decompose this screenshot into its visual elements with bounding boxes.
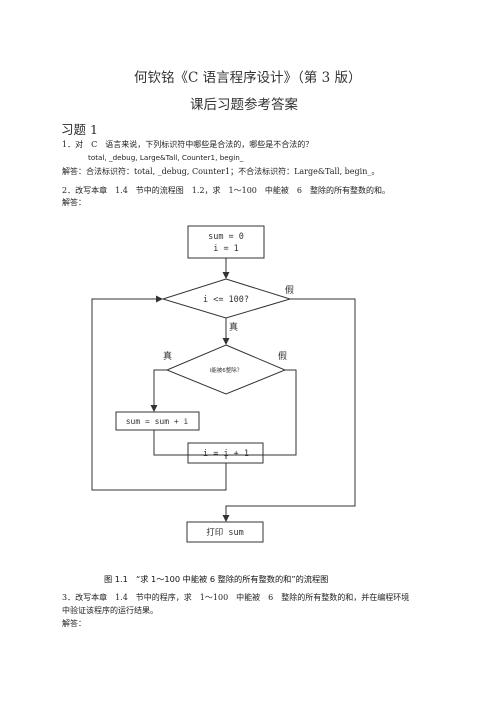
arrow-inner-true [150,369,167,412]
flowchart-loop-true-label: 真 [229,321,238,333]
flowchart-increment-text: i = i + 1 [203,449,249,459]
question-1-answer: 解答：合法标识符：total, _debug, Counter1；不合法标识符：… [62,167,380,176]
arrow-loop-back [91,295,227,491]
flowchart-accumulate-text: sum = sum + i [126,417,189,426]
flowchart-inner-condition: i能被6整除？ [210,366,243,374]
arrow-inner-false [226,369,297,456]
flowchart-init-line1: sum = 0 [208,232,244,242]
arrow-accumulate-merge [153,430,226,456]
question-2: 2．改写本章 1.4 节中的流程图 1.2，求 1～100 中能被 6 整除的所… [62,186,390,195]
flowchart-accumulate-box [115,411,200,431]
figure-caption: 图 1.1 “求 1～100 中能被 6 整除的所有整数的和”的流程图 [104,574,329,584]
flowchart-loop-false-label: 假 [285,285,294,296]
flowchart-init-line2: i = 1 [213,244,239,254]
flowchart-inner-false-label: 假 [278,351,287,362]
flowchart-output-text: 打印 sum [206,527,243,538]
question-1-identifiers: total, _debug, Large&Tall, Counter1, beg… [88,153,244,162]
question-2-answer-label: 解答： [62,198,86,207]
question-1: 1．对 C 语言来说，下列标识符中哪些是合法的，哪些是不合法的？ [62,140,314,149]
section-heading: 习题 1 [61,122,98,137]
question-3-line1: 3．改写本章 1.4 节中的程序，求 1～100 中能被 6 整除的所有整数的和… [62,593,410,602]
flowchart-loop-condition: i <= 100? [203,295,249,305]
question-3-line2: 中验证该程序的运行结果。 [62,606,158,615]
flowchart-output-box [186,521,264,543]
arrow-loop-false [222,298,356,522]
flowchart-inner-decision [165,344,287,395]
document-subtitle: 课后习题参考答案 [190,97,298,113]
document-title: 何钦铭《C 语言程序设计》（第 3 版） [134,70,362,86]
question-3-answer-label: 解答： [62,619,86,628]
flowchart-inner-true-label: 真 [163,350,172,362]
